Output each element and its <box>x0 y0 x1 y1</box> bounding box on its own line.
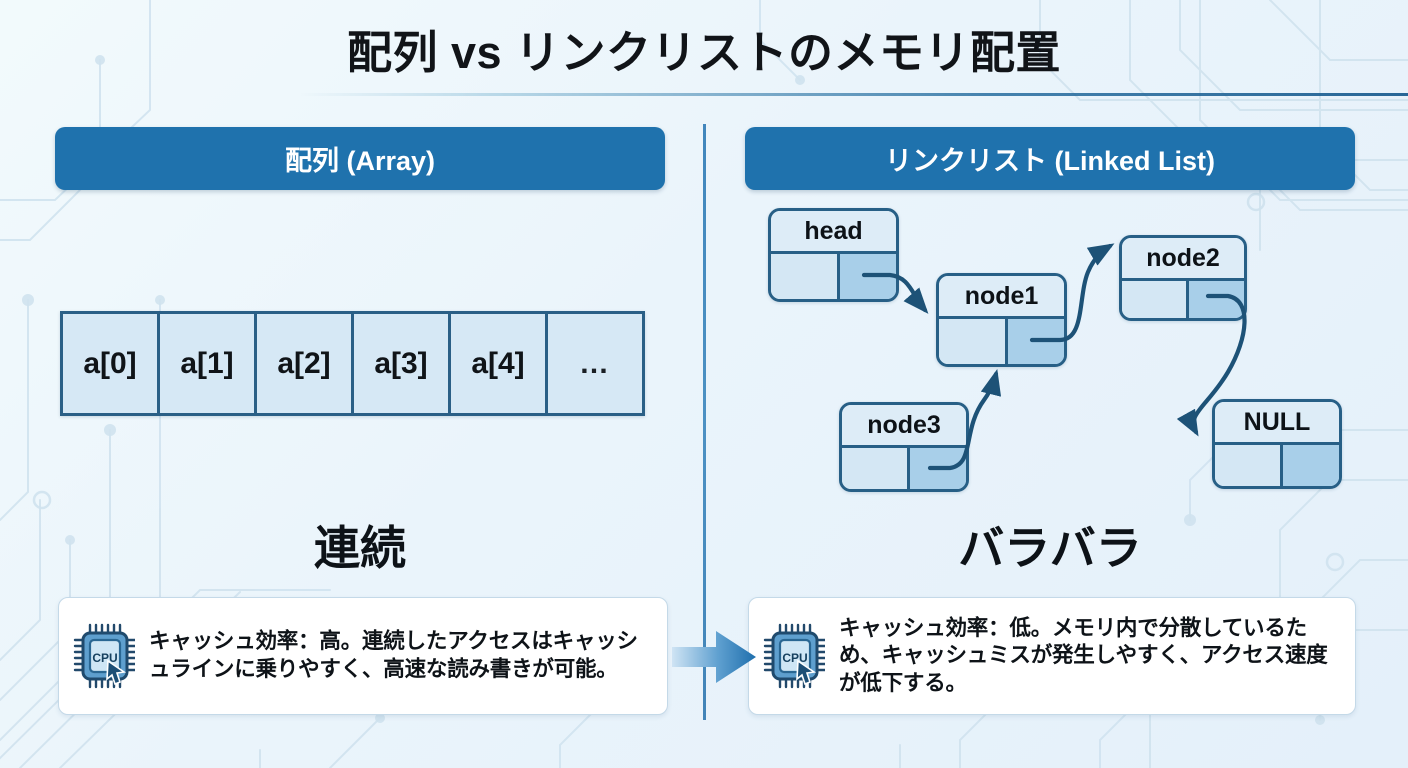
node-data-cell <box>1215 445 1281 486</box>
linkedlist-summary-word: バラバラ <box>958 522 1142 574</box>
cpu-icon: CPU <box>73 623 135 689</box>
panel-divider <box>703 124 706 720</box>
svg-text:CPU: CPU <box>92 651 117 665</box>
cpu-icon: CPU <box>763 623 825 689</box>
array-caption-box: CPU キャッシュ効率：高。連続したアクセスはキャッシュラインに乗りやすく、高速… <box>58 597 668 715</box>
node-node2: node2 <box>1119 235 1247 321</box>
title-separator <box>300 93 1408 96</box>
node-pointer-cell <box>1280 445 1339 486</box>
node-data-cell <box>1122 281 1187 318</box>
node-cells <box>771 254 896 299</box>
node-node3: node3 <box>839 402 969 492</box>
node-data-cell <box>842 448 908 489</box>
array-cell: a[0] <box>63 314 157 413</box>
node-cells <box>1122 281 1244 318</box>
node-cells <box>1215 445 1339 486</box>
array-cell: a[1] <box>160 314 254 413</box>
node-label: node1 <box>939 276 1064 319</box>
array-summary-word: 連続 <box>314 522 406 574</box>
node-data-cell <box>771 254 837 299</box>
array-caption-text: キャッシュ効率：高。連続したアクセスはキャッシュラインに乗りやすく、高速な読み書… <box>149 629 638 681</box>
linkedlist-caption-text: キャッシュ効率：低。メモリ内で分散しているため、キャッシュミスが発生しやすく、ア… <box>839 615 1328 695</box>
array-cell: a[4] <box>451 314 545 413</box>
node-pointer-cell <box>836 254 896 299</box>
node-label: head <box>771 211 896 254</box>
page-title: 配列 vs リンクリストのメモリ配置 <box>346 27 1062 78</box>
right-arrow-icon <box>672 631 756 683</box>
node-label: NULL <box>1215 402 1339 445</box>
node-label: node2 <box>1122 238 1244 281</box>
node-cells <box>939 319 1064 364</box>
array-cell: a[2] <box>257 314 351 413</box>
linkedlist-caption-box: CPU キャッシュ効率：低。メモリ内で分散しているため、キャッシュミスが発生しや… <box>748 597 1356 715</box>
node-node1: node1 <box>936 273 1067 367</box>
array-cell-ellipsis: … <box>548 314 642 413</box>
node-pointer-cell <box>1186 281 1244 318</box>
node-null: NULL <box>1212 399 1342 489</box>
array-cell: a[3] <box>354 314 448 413</box>
node-cells <box>842 448 966 489</box>
array-panel-header: 配列 (Array) <box>55 127 665 190</box>
node-data-cell <box>939 319 1005 364</box>
array-memory-row: a[0] a[1] a[2] a[3] a[4] … <box>60 311 645 416</box>
node-head: head <box>768 208 899 302</box>
node-pointer-cell <box>907 448 966 489</box>
svg-text:CPU: CPU <box>782 651 807 665</box>
linkedlist-panel-header: リンクリスト (Linked List) <box>745 127 1355 190</box>
node-pointer-cell <box>1004 319 1064 364</box>
node-label: node3 <box>842 405 966 448</box>
